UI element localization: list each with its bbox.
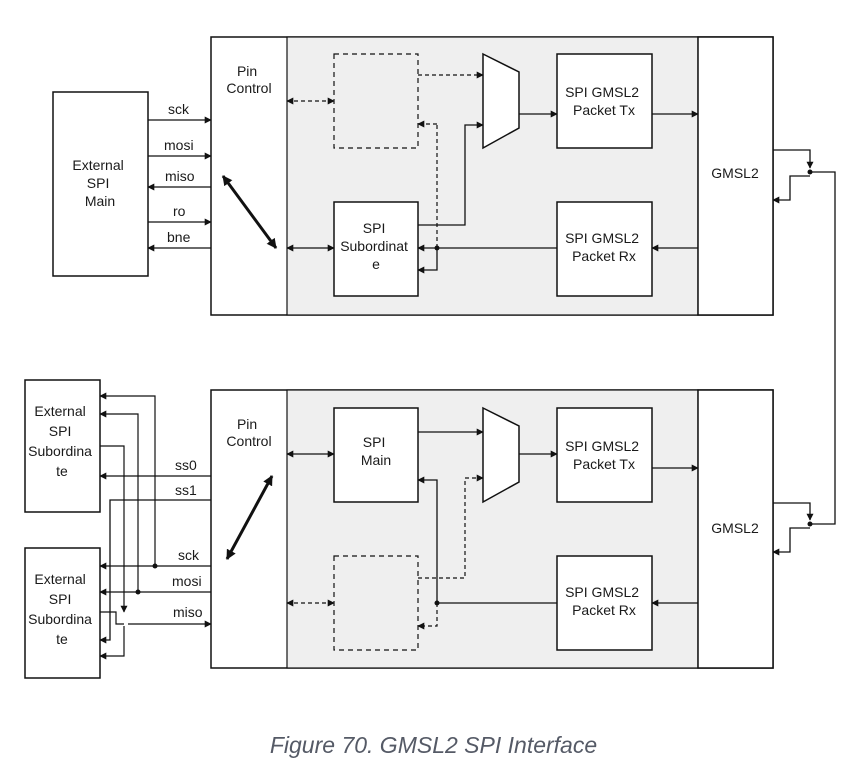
signal-miso-bottom-label: miso <box>173 604 203 620</box>
signal-sck-bottom-label: sck <box>178 547 200 563</box>
bottom-link-out <box>773 502 814 521</box>
signal-ss1-line <box>99 499 211 644</box>
top-gmsl2-label: GMSL2 <box>711 165 759 181</box>
bottom-spi-main-label: SPI Main <box>361 434 391 468</box>
bottom-spi-main-block <box>333 407 419 503</box>
top-link-in <box>772 175 810 204</box>
sub1-miso-out <box>100 445 128 613</box>
bottom-inactive-to-mux-dashed <box>418 474 484 579</box>
bottom-junction-to-inactive-dashed <box>417 603 438 630</box>
bottom-external-spi-subordinate-2 <box>24 547 101 679</box>
signal-mosi-bottom-label: mosi <box>172 573 202 589</box>
top-external-spi-main-label: External SPI Main <box>72 157 127 209</box>
top-spi-subordinate-block <box>333 201 419 297</box>
figure-caption: Figure 70. GMSL2 SPI Interface <box>269 732 598 758</box>
top-packet-rx-label: SPI GMSL2 Packet Rx <box>565 230 643 264</box>
bottom-packet-rx-label: SPI GMSL2 Packet Rx <box>565 584 643 618</box>
bottom-external-spi-subordinate-2-label: External SPI Subordina te <box>28 571 96 647</box>
gmsl-link-cable <box>810 171 836 525</box>
bottom-pin-control-label: Pin Control <box>226 416 271 449</box>
top-gmsl2-block <box>697 36 774 316</box>
gmsl-link <box>807 169 836 527</box>
bottom-packet-rx-block <box>556 555 653 651</box>
bottom-packet-tx-block <box>556 407 653 503</box>
top-spi-subordinate-label: SPI Subordinat e <box>340 220 412 272</box>
bottom-pin-control-crossbar-arrow <box>225 475 274 560</box>
top-packet-rx-block <box>556 201 653 297</box>
top-pin-control-label: Pin Control <box>226 63 271 96</box>
bottom-gmsl2-label: GMSL2 <box>711 520 759 536</box>
bottom-deserializer: GMSL2 Pin Control External SPI Subordina… <box>24 379 814 679</box>
spi-interface-diagram: GMSL2 Pin Control External SPI Main sck … <box>24 36 836 679</box>
bottom-external-spi-subordinate-1-label: External SPI Subordina te <box>28 403 96 479</box>
sck-to-sub1 <box>99 392 156 566</box>
top-subordinate-feedback <box>417 248 438 274</box>
top-packet-tx-label: SPI GMSL2 Packet Tx <box>565 84 643 118</box>
sub2-mux-out <box>99 626 125 660</box>
bottom-link-node <box>807 521 813 527</box>
bottom-link-in <box>772 527 810 556</box>
top-link-out <box>773 149 814 169</box>
signal-ss0-label: ss0 <box>175 457 197 473</box>
bottom-junction-to-main <box>417 476 438 603</box>
top-packet-tx-block <box>556 53 653 149</box>
bottom-packet-tx-label: SPI GMSL2 Packet Tx <box>565 438 643 472</box>
top-mux <box>482 52 520 150</box>
sub2-miso-out <box>100 611 124 625</box>
top-link-node <box>807 169 813 175</box>
signal-mosi-label: mosi <box>164 137 194 153</box>
signal-bne-label: bne <box>167 229 191 245</box>
top-subordinate-to-mux <box>418 121 484 226</box>
top-pin-control-crossbar-arrow <box>221 175 278 249</box>
top-external-spi-main <box>52 91 149 277</box>
mosi-to-sub1 <box>99 410 139 592</box>
bottom-external-spi-subordinate-1 <box>24 379 101 513</box>
signal-miso-label: miso <box>165 168 195 184</box>
bottom-mux <box>482 406 520 504</box>
signal-ro-label: ro <box>173 203 186 219</box>
signal-sck-label: sck <box>168 101 190 117</box>
top-serializer: GMSL2 Pin Control External SPI Main sck … <box>52 36 814 316</box>
bottom-gmsl2-block <box>697 389 774 669</box>
signal-ss1-label: ss1 <box>175 482 197 498</box>
